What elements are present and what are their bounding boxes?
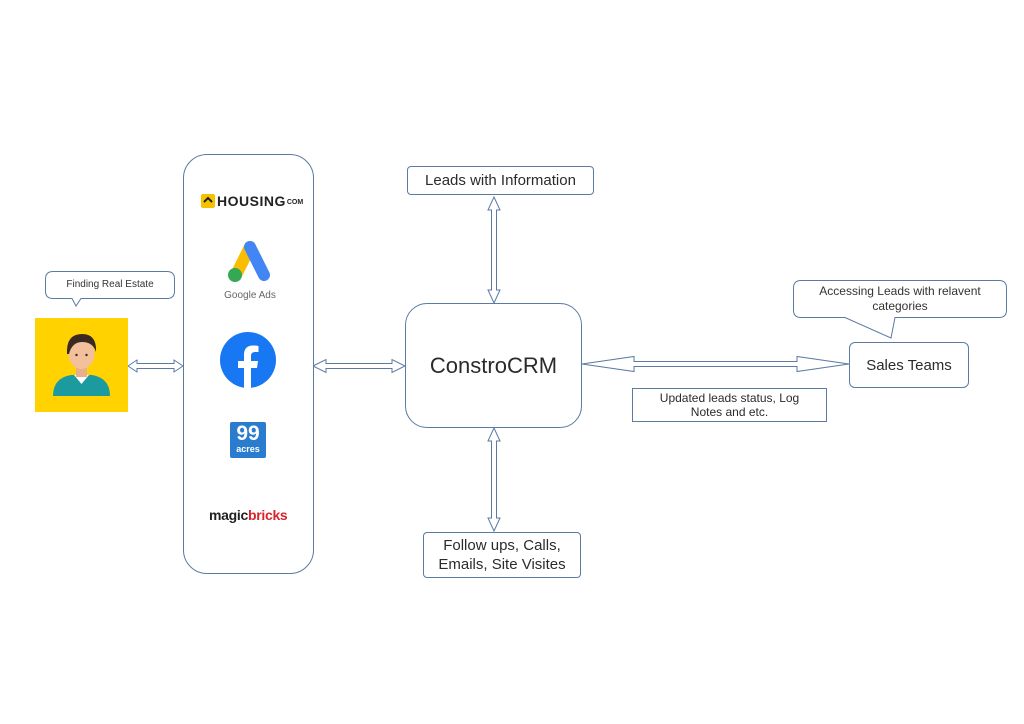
99acres-logo: 99 acres bbox=[230, 422, 266, 458]
followups-label: Follow ups, Calls, Emails, Site Visites bbox=[438, 537, 566, 573]
arrow-leads-crm bbox=[487, 195, 501, 305]
arrow-person-panel bbox=[127, 359, 184, 373]
sales-teams-box: Sales Teams bbox=[849, 342, 969, 388]
sales-callout: Accessing Leads with relavent categories bbox=[793, 280, 1007, 340]
sales-teams-label: Sales Teams bbox=[866, 356, 952, 374]
leads-info-label: Leads with Information bbox=[425, 172, 576, 189]
google-ads-icon bbox=[228, 241, 270, 282]
updated-leads-box: Updated leads status, Log Notes and etc. bbox=[632, 388, 827, 422]
arrow-panel-crm bbox=[311, 358, 407, 374]
google-ads-logo: Google Ads bbox=[222, 235, 278, 305]
lead-sources-panel: HOUSING COM Google Ads 99 acres magicbri… bbox=[183, 154, 314, 574]
housing-suffix: COM bbox=[286, 199, 304, 206]
updated-leads-label: Updated leads status, Log Notes and etc. bbox=[659, 391, 800, 419]
99acres-number: 99 bbox=[236, 422, 260, 445]
constrocrm-label: ConstroCRM bbox=[429, 352, 558, 378]
housing-house-icon bbox=[201, 194, 215, 208]
constrocrm-box: ConstroCRM bbox=[405, 303, 582, 428]
leads-info-box: Leads with Information bbox=[407, 166, 594, 195]
magicbricks-prefix: magic bbox=[209, 507, 248, 523]
person-callout: Finding Real Estate bbox=[45, 271, 175, 307]
person-avatar bbox=[35, 318, 128, 412]
google-ads-label: Google Ads bbox=[224, 290, 276, 301]
facebook-icon bbox=[220, 332, 276, 388]
housing-wordmark: HOUSING bbox=[217, 193, 286, 209]
person-icon bbox=[53, 334, 110, 396]
sales-callout-text: Accessing Leads with relavent categories bbox=[819, 284, 981, 313]
arrow-crm-sales bbox=[581, 355, 850, 373]
followups-box: Follow ups, Calls, Emails, Site Visites bbox=[423, 532, 581, 578]
person-callout-text: Finding Real Estate bbox=[66, 279, 154, 290]
facebook-logo bbox=[220, 332, 276, 388]
housing-logo: HOUSING COM bbox=[201, 193, 303, 209]
arrow-crm-followups bbox=[487, 426, 501, 533]
99acres-label: acres bbox=[236, 444, 260, 454]
magicbricks-logo: magicbricks bbox=[209, 507, 288, 523]
magicbricks-suffix: bricks bbox=[247, 507, 288, 523]
